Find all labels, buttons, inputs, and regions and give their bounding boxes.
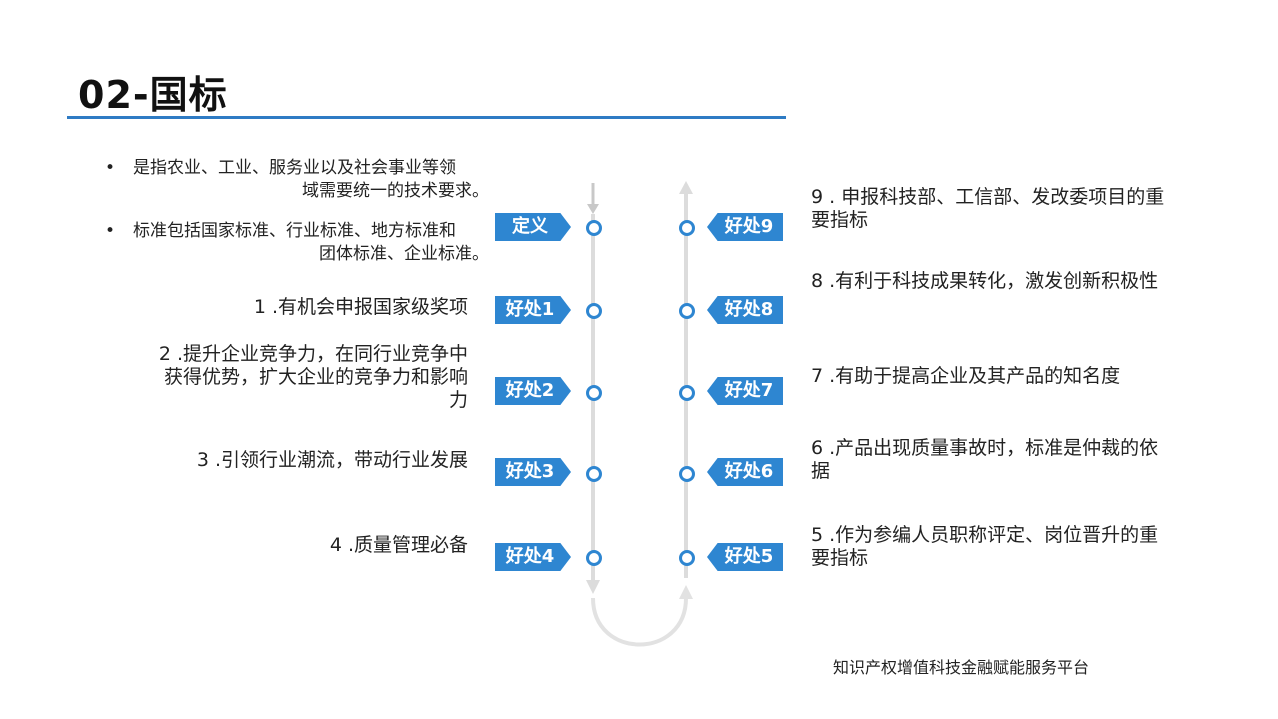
timeline-node: [586, 466, 602, 482]
tag-benefit-2: 好处2: [495, 377, 571, 405]
timeline-node: [679, 550, 695, 566]
benefit-7-text: 7 .有助于提高企业及其产品的知名度: [811, 365, 1121, 387]
tag-benefit-9: 好处9: [707, 213, 783, 241]
tag-benefit-1: 好处1: [495, 296, 571, 324]
bullet-line: 团体标准、企业标准。: [319, 244, 489, 264]
bullet-line: 标准包括国家标准、行业标准、地方标准和: [133, 221, 456, 241]
benefit-2-text: 2 .提升企业竞争力，在同行业竞争中 获得优势，扩大企业的竞争力和影响 力: [158, 343, 468, 411]
track-bottom-curve: [591, 597, 688, 647]
tag-definition: 定义: [495, 213, 571, 241]
timeline-node: [679, 220, 695, 236]
timeline-node: [679, 466, 695, 482]
arrow-up-icon: [679, 585, 693, 599]
arrow-down-icon: [586, 580, 600, 594]
bullet-dot: •: [105, 221, 116, 241]
tag-benefit-7: 好处7: [707, 377, 783, 405]
timeline-node: [586, 550, 602, 566]
benefit-3-text: 3 .引领行业潮流，带动行业发展: [196, 449, 468, 471]
title-underline: [67, 116, 786, 119]
benefit-4-text: 4 .质量管理必备: [329, 534, 468, 556]
tag-benefit-3: 好处3: [495, 458, 571, 486]
bullet-line: 是指农业、工业、服务业以及社会事业等领: [133, 158, 456, 178]
benefit-6-text: 6 .产品出现质量事故时，标准是仲裁的依据: [811, 437, 1159, 482]
timeline-node: [679, 303, 695, 319]
timeline-node: [679, 385, 695, 401]
benefit-8-text: 8 .有利于科技成果转化，激发创新积极性: [811, 270, 1159, 292]
tag-benefit-6: 好处6: [707, 458, 783, 486]
benefit-5-text: 5 .作为参编人员职称评定、岗位晋升的重要指标: [811, 524, 1159, 569]
page-title: 02-国标: [78, 73, 228, 117]
bullet-line: 域需要统一的技术要求。: [302, 181, 489, 201]
tag-benefit-4: 好处4: [495, 543, 571, 571]
benefit-9-text: 9 . 申报科技部、工信部、发改委项目的重要指标: [811, 186, 1165, 231]
arrow-down-icon: [587, 204, 599, 214]
tag-benefit-8: 好处8: [707, 296, 783, 324]
footer-platform-name: 知识产权增值科技金融赋能服务平台: [833, 658, 1090, 677]
tag-benefit-5: 好处5: [707, 543, 783, 571]
timeline-node: [586, 385, 602, 401]
timeline-node: [586, 303, 602, 319]
arrow-up-icon: [679, 181, 693, 194]
benefit-1-text: 1 .有机会申报国家级奖项: [253, 296, 468, 318]
bullet-dot: •: [105, 158, 116, 178]
timeline-node: [586, 220, 602, 236]
